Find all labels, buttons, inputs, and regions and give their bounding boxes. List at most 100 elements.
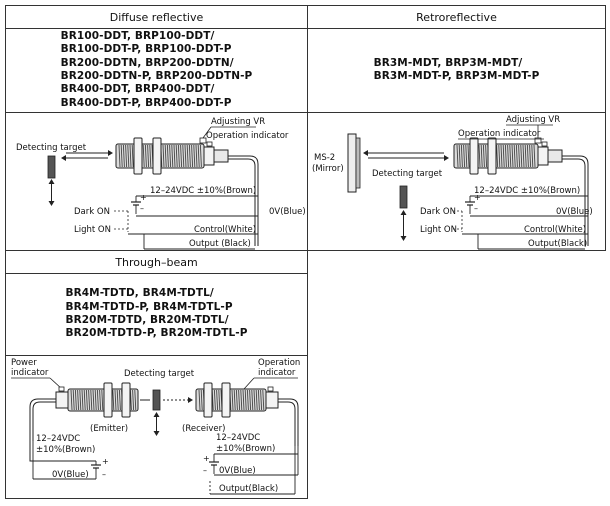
retro-wiring-diagram: MS-2 (Mirror) Detecting target Adjusting… (312, 115, 593, 250)
thread-line (120, 144, 123, 168)
minus-sign: – (102, 470, 106, 479)
through-models-list: BR4M-TDTD, BR4M-TDTL/ BR4M-TDTD-P, BR4M-… (65, 287, 247, 341)
receiver-supply-line1: 12–24VDC (216, 433, 260, 443)
model-line: BR100-DDT-P, BRP100-DDT-P (60, 43, 232, 56)
thread-line (511, 144, 514, 168)
thread-line (188, 144, 191, 168)
thread-line (520, 144, 523, 168)
power-indicator-led (58, 386, 65, 392)
thread-line (132, 389, 135, 411)
leader-line (202, 126, 212, 139)
plus-sign: + (140, 193, 147, 202)
thread-line (74, 389, 77, 411)
thread-line (463, 144, 466, 168)
thread-line (253, 389, 256, 411)
thread-line (515, 144, 518, 168)
thread-line (88, 389, 91, 411)
thread-line (238, 389, 241, 411)
thread-line (129, 389, 132, 411)
thread-line (90, 389, 93, 411)
thread-line (180, 144, 183, 168)
thread-line (257, 389, 260, 411)
diffuse-sensor (115, 137, 229, 175)
retro-models-list: BR3M-MDT, BRP3M-MDT/ BR3M-MDT-P, BRP3M-M… (374, 57, 540, 84)
operation-indicator-led (267, 386, 274, 392)
thread-line (509, 144, 512, 168)
thread-line (79, 389, 82, 411)
thread-line (529, 144, 532, 168)
model-line: BR20M-TDTD, BR20M-TDTL/ (65, 314, 229, 326)
thread-line (531, 144, 534, 168)
retro-blue-wire-label: 0V(Blue) (556, 207, 593, 217)
thread-line (118, 389, 121, 411)
diffuse-detecting-target-label: Detecting target (16, 143, 87, 153)
thread-line (242, 389, 245, 411)
thread-line (193, 144, 196, 168)
receiver-blue-label: 0V(Blue) (219, 466, 256, 476)
thread-line (231, 389, 234, 411)
thread-line (524, 144, 527, 168)
thread-line (147, 144, 150, 168)
thread-line (480, 144, 483, 168)
operation-indicator-led (206, 141, 213, 147)
thread-line (526, 144, 529, 168)
thread-line (460, 144, 463, 168)
thread-line (456, 144, 459, 168)
operation-indicator-label-line2: indicator (258, 368, 296, 378)
detecting-target-block (47, 155, 56, 179)
mirror-name-label: MS-2 (314, 153, 335, 163)
thread-line (522, 144, 525, 168)
thread-line (77, 389, 80, 411)
emitter-supply-line1: 12–24VDC (36, 434, 80, 444)
mirror-reflector (347, 133, 357, 193)
operation-indicator-label-line1: Operation (258, 358, 300, 368)
thread-line (249, 389, 252, 411)
retro-detecting-target-label: Detecting target (372, 169, 443, 179)
model-line: BR100-DDT, BRP100-DDT/ (60, 29, 215, 42)
thread-line (191, 144, 194, 168)
detecting-target-block (152, 389, 161, 411)
model-line: BR4M-TDTD, BR4M-TDTL/ (65, 287, 214, 300)
light-on-label: Light ON (74, 225, 111, 235)
thread-line (218, 389, 221, 411)
minus-sign: – (203, 466, 207, 475)
thread-line (72, 389, 75, 411)
sensor-cable (562, 158, 586, 246)
thread-line (199, 144, 202, 168)
thread-line (184, 144, 187, 168)
thread-line (127, 144, 130, 168)
emitter-sensor (55, 382, 139, 418)
minus-sign: – (474, 204, 478, 213)
beam-arrowheads (363, 150, 449, 161)
retro-adjusting-vr-label: Adjusting VR (506, 115, 560, 125)
model-line: BR400-DDT-P, BRP400-DDT-P (60, 96, 232, 109)
model-line: BR200-DDTN-P, BRP200-DDTN-P (60, 70, 253, 82)
mirror-reflector-edge (355, 137, 361, 189)
sensor-cable (228, 155, 259, 246)
thread-line (131, 144, 134, 168)
thread-line (518, 144, 521, 168)
thread-line (504, 144, 507, 168)
minus-sign: – (140, 204, 144, 213)
thread-line (198, 389, 201, 411)
thread-line (116, 389, 119, 411)
retro-control-wire-label: Control(White) (524, 225, 586, 235)
receiver-label: (Receiver) (182, 424, 225, 434)
emitter-supply-line2: ±10%(Brown) (36, 445, 95, 455)
retro-models-block: BR3M-MDT, BRP3M-MDT/ BR3M-MDT-P, BRP3M-M… (308, 28, 605, 113)
emitter-cable (32, 401, 56, 441)
operation-indicator-led (541, 141, 548, 147)
receiver-cable (278, 398, 299, 446)
thread-line (216, 389, 219, 411)
mirror-sub-label: (Mirror) (312, 164, 344, 174)
power-indicator-label-line1: Power (11, 358, 37, 368)
thread-line (240, 389, 243, 411)
diffuse-control-wire-label: Control(White) (194, 225, 256, 235)
thread-line (177, 144, 180, 168)
retro-output-wire-label: Output(Black) (528, 239, 587, 249)
thread-line (173, 144, 176, 168)
receiver-output-label: Output(Black) (219, 484, 278, 494)
thread-line (467, 144, 470, 168)
power-indicator-label-line2: indicator (11, 368, 49, 378)
emitter-label: (Emitter) (90, 424, 128, 434)
